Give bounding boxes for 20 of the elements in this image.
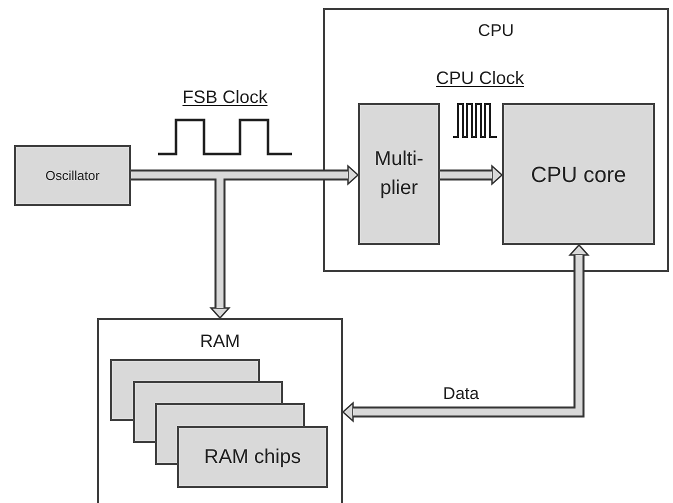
node-label: RAM chips	[204, 445, 301, 470]
multiplier-box	[358, 103, 440, 245]
cpu-box	[323, 8, 669, 272]
oscillator-box	[14, 145, 131, 206]
edge-label: Data	[441, 385, 481, 402]
ram-chip-box	[133, 381, 283, 403]
node-label: Oscillator	[45, 166, 100, 185]
cpu-core-box	[502, 103, 655, 245]
node-label: Multi-plier	[374, 147, 424, 201]
double-line-arrow	[342, 244, 589, 422]
node-label: CPU	[478, 20, 514, 42]
ram-box	[97, 318, 343, 503]
clock-label: CPU Clock	[436, 69, 524, 87]
double-line-arrow	[440, 165, 503, 185]
ram-chip-box	[155, 403, 305, 426]
ram-chip-box	[110, 359, 260, 381]
ram-chip-box	[177, 426, 328, 488]
node-label: CPU core	[530, 160, 626, 188]
clock-label: FSB Clock	[182, 88, 268, 106]
node-label: RAM	[200, 330, 240, 353]
